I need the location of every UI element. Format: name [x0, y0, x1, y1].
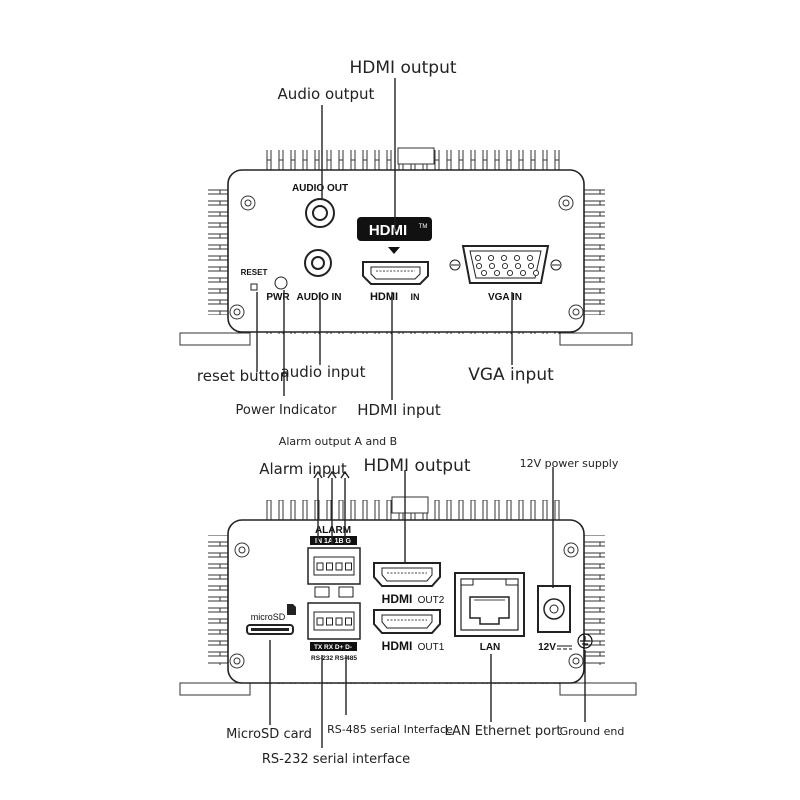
serial-names-label: RS-232 RS-485: [311, 655, 357, 662]
callout-alarm-output: Alarm output A and B: [279, 435, 397, 448]
bottom-callout-lines: [269, 467, 586, 748]
terminal-slot: [345, 562, 352, 571]
screw-icon: [234, 542, 250, 558]
hdmi-out2-panel-logo: HDMI: [382, 592, 413, 606]
callout-vga-input: VGA input: [468, 365, 554, 385]
vga-pin: [506, 269, 514, 277]
vga-in-panel-label: VGA IN: [488, 292, 522, 303]
callout-audio-output: Audio output: [278, 85, 375, 103]
callout-power-indicator: Power Indicator: [236, 403, 338, 418]
callout-hdmi-output-bottom: HDMI output: [363, 456, 470, 476]
vga-pin: [474, 254, 482, 262]
callout-rs232: RS-232 serial interface: [262, 752, 410, 767]
power-jack[interactable]: [537, 585, 571, 633]
screw-icon: [240, 195, 256, 211]
hdmi-in-panel-logo: HDMI: [370, 291, 398, 303]
audio-out-jack[interactable]: [305, 198, 335, 228]
callout-alarm-input: Alarm input: [259, 460, 347, 478]
callout-microsd-card: MicroSD card: [226, 727, 312, 742]
hdmi-out1-panel-logo: HDMI: [382, 639, 413, 653]
serial-terminal-block[interactable]: [307, 602, 361, 640]
top-device: AUDIO OUT AUDIO IN RESET PWR HDMI TM HD: [179, 147, 633, 346]
dc-symbol-icon: [557, 645, 572, 650]
power-panel-label: 12V: [538, 642, 556, 653]
vga-screw-icon: [449, 259, 461, 271]
callout-ground-end: Ground end: [560, 725, 625, 738]
vga-pin: [514, 262, 522, 270]
alarm-pins-label: IN 1A 1B G: [315, 538, 351, 545]
screw-icon: [563, 542, 579, 558]
serial-pins-badge: [310, 642, 357, 651]
callout-rs485: RS-485 serial Interface: [327, 723, 453, 736]
vga-pin: [527, 262, 535, 270]
hdmi-out2-panel-suffix: OUT2: [418, 595, 445, 606]
audio-in-panel-label: AUDIO IN: [297, 292, 342, 303]
vga-pin: [513, 254, 521, 262]
alarm-pins-badge: [310, 536, 357, 545]
screw-icon: [558, 195, 574, 211]
vga-pin: [480, 269, 488, 277]
pwr-panel-label: PWR: [266, 292, 290, 303]
vga-pin: [493, 269, 501, 277]
callout-reset-button: reset button: [197, 367, 289, 385]
lan-panel-label: LAN: [480, 642, 501, 653]
svg-text:HDMI: HDMI: [369, 222, 407, 239]
power-indicator-led: [274, 276, 288, 290]
bottom-device: ALARM IN 1A 1B G TX RX D+ D- RS-232 RS-4…: [179, 496, 637, 696]
vga-screw-icon: [550, 259, 562, 271]
top-callout-lines: [256, 78, 513, 400]
sd-card-icon: [287, 604, 296, 615]
screw-icon: [568, 304, 584, 320]
hdmi-out1-port[interactable]: [373, 609, 441, 634]
vga-pin: [488, 262, 496, 270]
vga-pin: [500, 254, 508, 262]
terminal-slot: [326, 562, 333, 571]
callout-power-supply: 12V power supply: [520, 457, 619, 470]
vga-pin: [501, 262, 509, 270]
audio-out-panel-label: AUDIO OUT: [292, 183, 348, 194]
terminal-slot: [316, 562, 324, 571]
arrow-down-icon: [388, 247, 400, 254]
terminal-slot: [345, 617, 352, 626]
serial-pins-label: TX RX D+ D-: [314, 644, 352, 651]
lan-port[interactable]: [454, 572, 525, 637]
audio-in-jack[interactable]: [304, 249, 332, 277]
microsd-panel-label: microSD: [251, 612, 286, 622]
right-mount-flange: [559, 332, 633, 346]
microsd-slot[interactable]: [246, 624, 294, 635]
vga-pin: [487, 254, 495, 262]
terminal-slot: [335, 562, 343, 571]
right-mount-flange: [559, 682, 637, 696]
alarm-panel-label: ALARM: [315, 525, 351, 536]
terminal-slot: [335, 617, 343, 626]
terminal-slot: [316, 617, 324, 626]
callout-audio-input: audio input: [281, 363, 366, 381]
vga-pin: [519, 269, 527, 277]
hdmi-out2-port[interactable]: [373, 562, 441, 587]
alarm-terminal-block[interactable]: [307, 547, 361, 585]
left-mount-flange: [179, 332, 251, 346]
screw-icon: [568, 653, 584, 669]
left-mount-flange: [179, 682, 251, 696]
callout-lan-port: LAN Ethernet port: [444, 724, 561, 739]
vga-in-port[interactable]: [461, 245, 550, 284]
screw-icon: [229, 304, 245, 320]
svg-text:TM: TM: [419, 224, 428, 230]
reset-button[interactable]: [250, 283, 258, 291]
vga-pin: [532, 269, 540, 277]
callout-hdmi-input: HDMI input: [357, 401, 441, 419]
callout-hdmi-output-top: HDMI output: [349, 58, 456, 78]
ground-icon: [577, 633, 593, 649]
vga-pin: [526, 254, 534, 262]
vga-pin: [475, 262, 483, 270]
hdmi-out1-panel-suffix: OUT1: [418, 642, 445, 653]
screw-icon: [229, 653, 245, 669]
hdmi-in-panel-suffix: IN: [411, 292, 420, 302]
reset-panel-label: RESET: [241, 268, 268, 277]
hdmi-in-port[interactable]: [362, 261, 429, 285]
terminal-slot: [326, 617, 333, 626]
